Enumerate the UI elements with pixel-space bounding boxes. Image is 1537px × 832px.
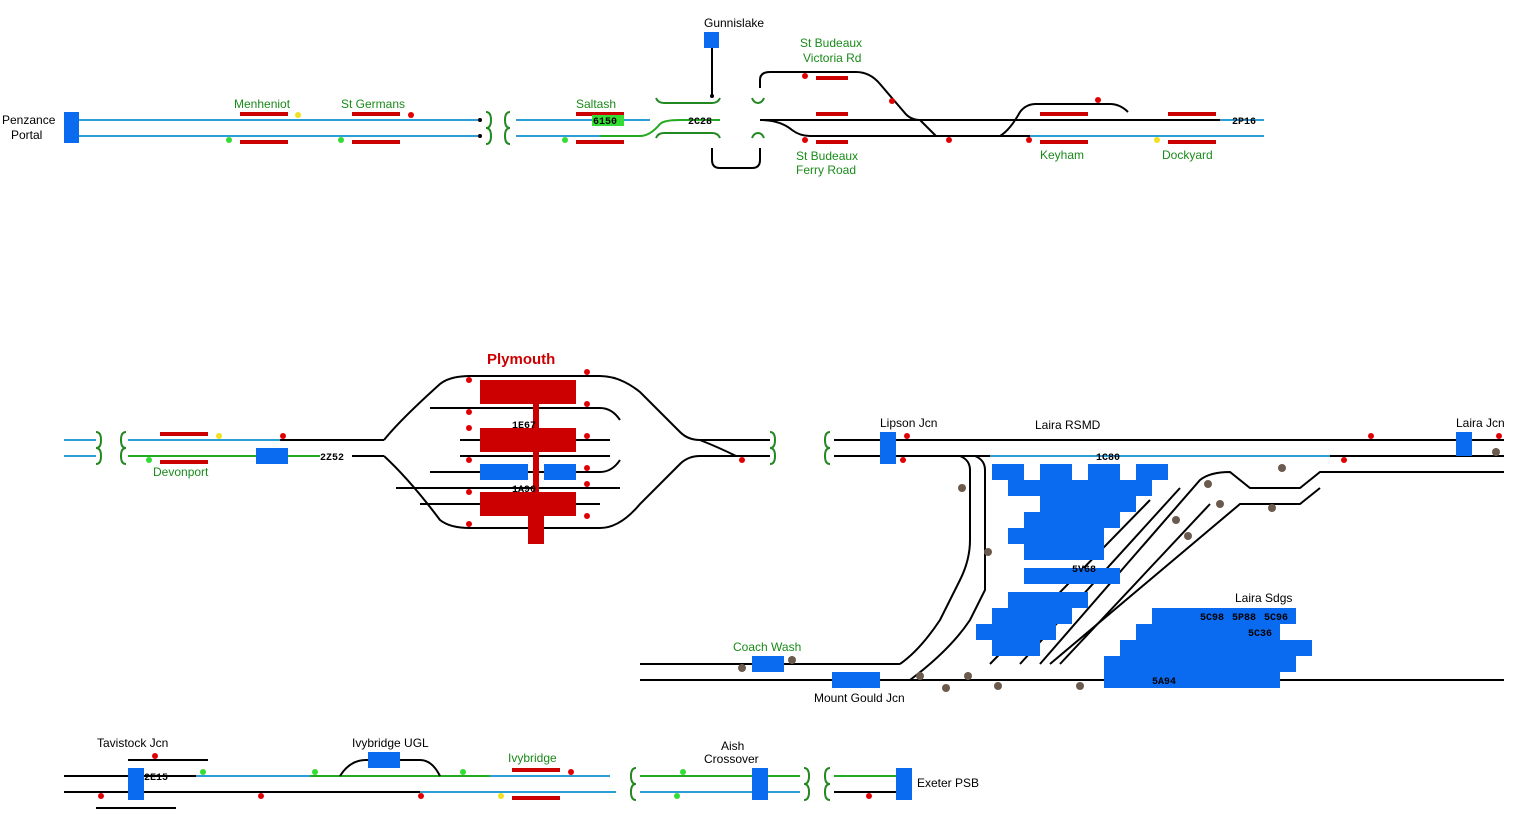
exeter-psb-label: Exeter PSB — [917, 776, 979, 790]
devonport-label: Devonport — [153, 465, 209, 479]
victoria-rd-label-2: Victoria Rd — [803, 51, 861, 65]
mount-gould-label: Mount Gould Jcn — [814, 691, 905, 705]
signal[interactable] — [562, 137, 568, 143]
buffer-stops — [738, 448, 1500, 692]
headcode[interactable]: 2E15 — [144, 773, 168, 784]
signal[interactable] — [226, 137, 232, 143]
penzance-label-1: Penzance — [2, 113, 56, 127]
penzance-label-2: Portal — [11, 128, 42, 142]
plymouth-section: Devonport 2Z52 Plymouth 1E67 1A90 — [64, 351, 777, 544]
laira-sdgs-label: Laira Sdgs — [1235, 591, 1292, 605]
menheniot-platform — [240, 140, 288, 144]
ivybridge-label: Ivybridge — [508, 751, 557, 765]
headcode[interactable]: 1C80 — [1096, 453, 1120, 464]
victoria-rd-label-1: St Budeaux — [800, 36, 862, 50]
headcode[interactable]: 1E67 — [512, 421, 536, 432]
rsmd-sidings — [976, 464, 1168, 656]
keyham-label: Keyham — [1040, 148, 1084, 162]
headcode[interactable]: 5C96 — [1264, 613, 1288, 624]
headcode[interactable]: 5P88 — [1232, 613, 1256, 624]
headcode[interactable]: 2C28 — [688, 117, 712, 128]
dockyard-label: Dockyard — [1162, 148, 1213, 162]
boundary-bracket — [485, 111, 493, 145]
headcode[interactable]: 5C36 — [1248, 629, 1272, 640]
aish-label-1: Aish — [721, 739, 744, 753]
signal[interactable] — [295, 112, 301, 118]
saltash-label: Saltash — [576, 97, 616, 111]
headcode[interactable]: 2Z52 — [320, 453, 344, 464]
ferry-road-label-1: St Budeaux — [796, 149, 858, 163]
menheniot-platform — [240, 112, 288, 116]
laira-section: Lipson Jcn Laira RSMD Laira Jcn 1C80 Coa… — [640, 416, 1505, 705]
st-germans-label: St Germans — [341, 97, 405, 111]
coach-wash-label: Coach Wash — [733, 640, 801, 654]
top-section: Penzance Portal Menheniot St Germans Sal… — [2, 16, 1264, 177]
penzance-portal-block[interactable] — [64, 112, 79, 143]
headcode[interactable]: 6150 — [593, 117, 617, 128]
aish-label-2: Crossover — [704, 752, 759, 766]
tavistock-label: Tavistock Jcn — [97, 736, 168, 750]
lipson-jcn-label: Lipson Jcn — [880, 416, 937, 430]
keyham-platform — [1040, 140, 1088, 144]
signal[interactable] — [338, 137, 344, 143]
route-locked-track[interactable] — [600, 119, 720, 137]
dockyard-platform — [1168, 140, 1216, 144]
headcode[interactable]: 5V68 — [1072, 565, 1096, 576]
gunnislake-label: Gunnislake — [704, 16, 764, 30]
laira-jcn-label: Laira Jcn — [1456, 416, 1505, 430]
gunnislake-block[interactable] — [704, 32, 719, 48]
headcode[interactable]: 2P16 — [1232, 117, 1256, 128]
headcode[interactable]: 5C98 — [1200, 613, 1224, 624]
laira-rsmd-label: Laira RSMD — [1035, 418, 1101, 432]
keyham-platform — [1040, 112, 1088, 116]
laira-sidings — [1104, 608, 1312, 688]
laira-jcn-block[interactable] — [1456, 432, 1472, 456]
headcode[interactable]: 5A94 — [1152, 677, 1176, 688]
bottom-section: Tavistock Jcn 2E15 Ivybridge UGL Ivybrid… — [64, 736, 979, 809]
ferry-road-label-2: Ferry Road — [796, 163, 856, 177]
boundary-bracket — [503, 111, 511, 145]
plymouth-label: Plymouth — [487, 351, 555, 368]
lipson-jcn-block[interactable] — [880, 432, 896, 464]
st-germans-platform — [352, 112, 400, 116]
saltash-platform — [576, 112, 624, 116]
dockyard-platform — [1168, 112, 1216, 116]
ivybridge-ugl-label: Ivybridge UGL — [352, 736, 429, 750]
st-germans-platform — [352, 140, 400, 144]
headcode[interactable]: 1A90 — [512, 485, 536, 496]
exeter-psb-block[interactable] — [896, 768, 912, 800]
saltash-platform — [576, 140, 624, 144]
signal[interactable] — [408, 112, 414, 118]
menheniot-label: Menheniot — [234, 97, 291, 111]
